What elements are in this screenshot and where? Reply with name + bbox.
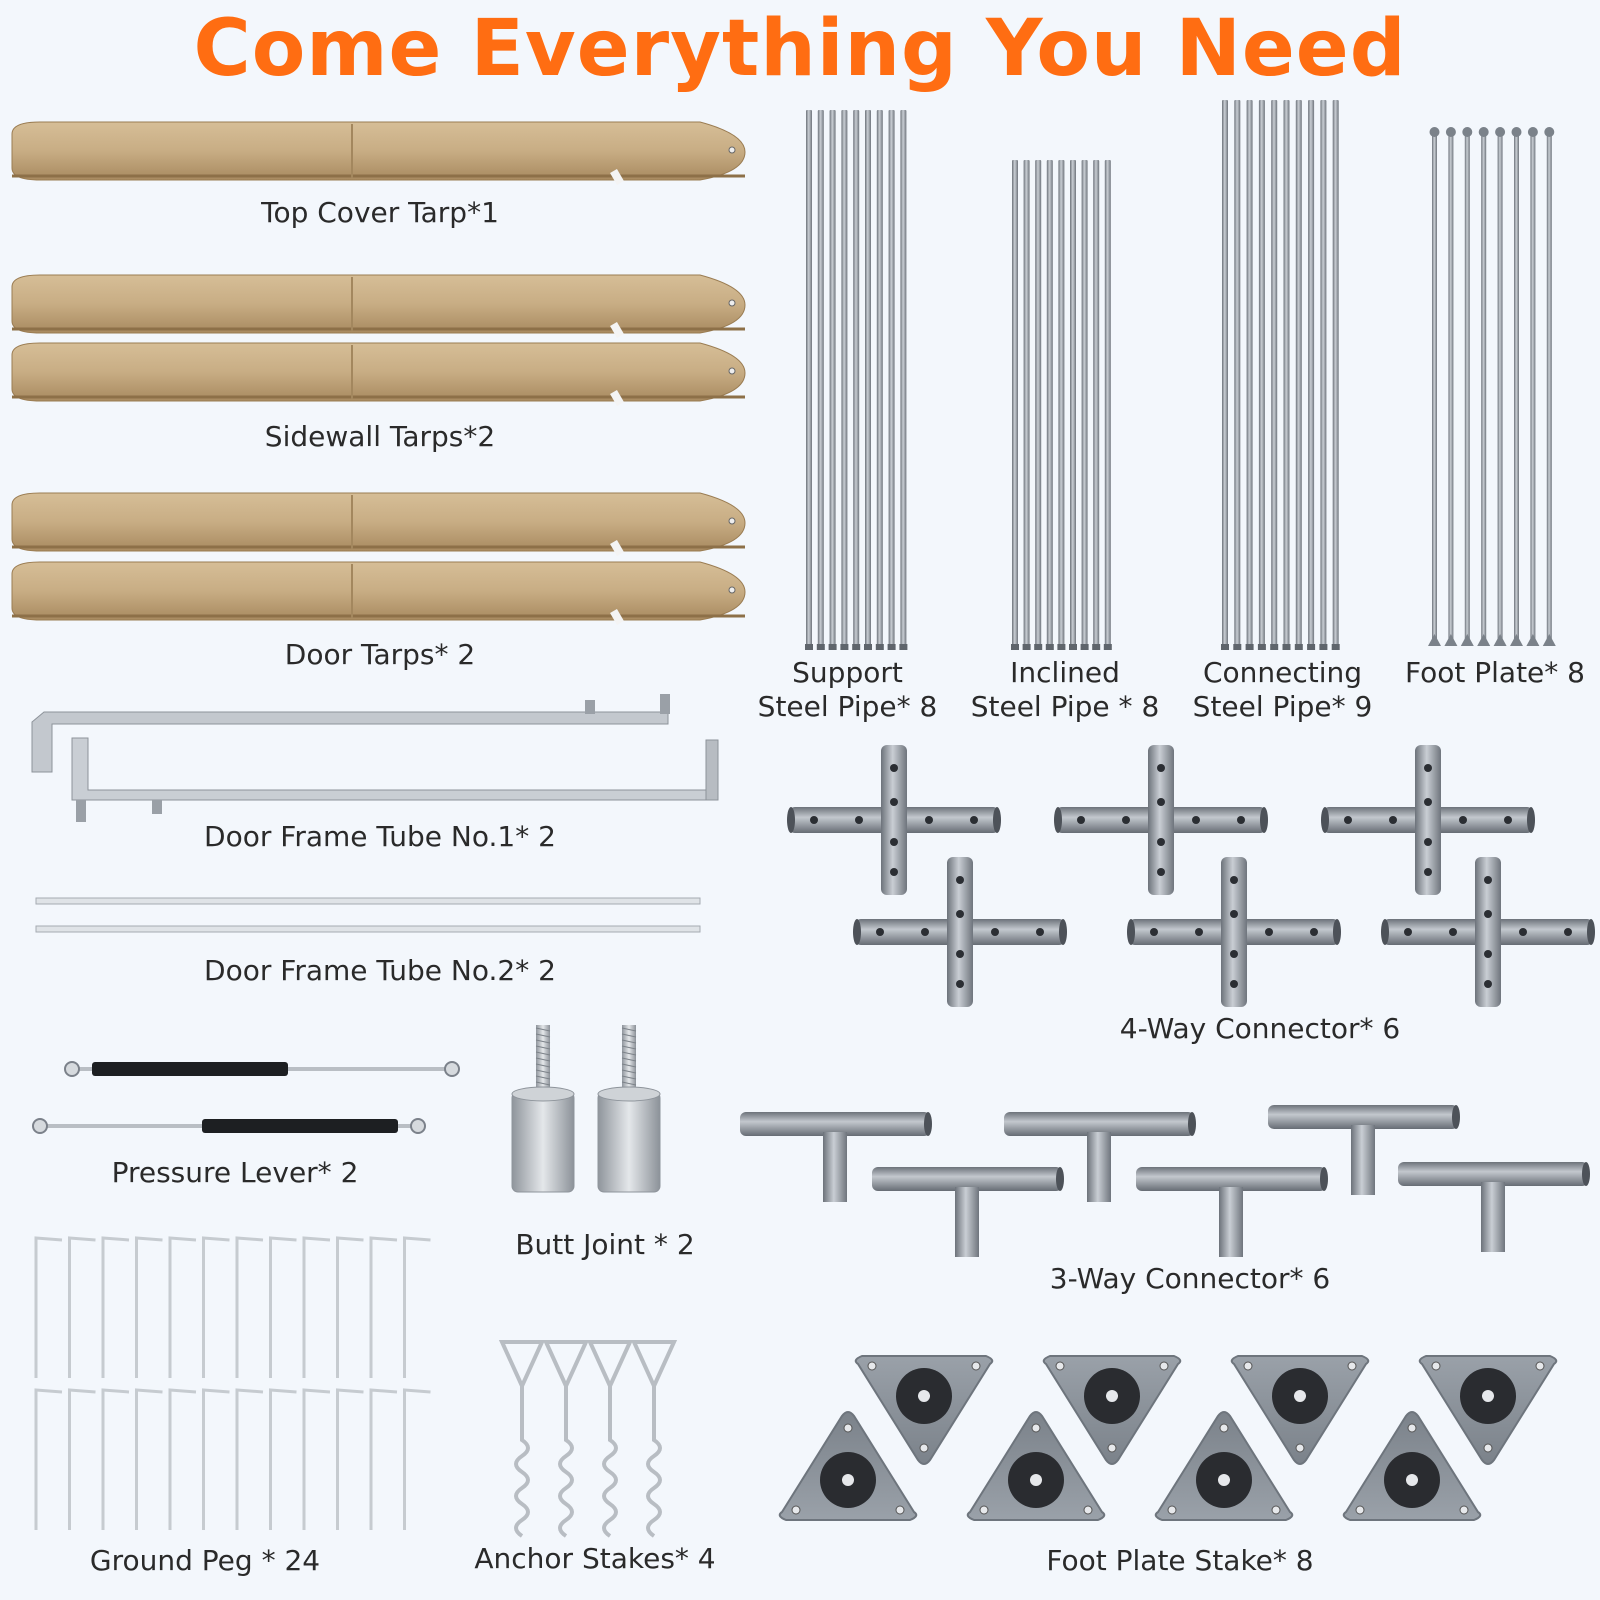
butt-joint-1 xyxy=(511,1025,575,1193)
four-way-connector-1 xyxy=(787,745,1001,895)
foot-plate-stake-6 xyxy=(966,1411,1106,1521)
door-tarp-2 xyxy=(11,561,746,626)
foot-plate-stake-7 xyxy=(1154,1411,1294,1521)
four-way-connector-3 xyxy=(1321,745,1535,895)
foot-plate-stake-5 xyxy=(778,1411,918,1521)
connecting-steel-pipes xyxy=(1221,100,1340,650)
four-way-connector-2 xyxy=(1054,745,1268,895)
top-cover-tarp xyxy=(11,121,746,186)
foot-plate-stake-1 xyxy=(854,1355,994,1465)
label-foot-plate: Foot Plate* 8 xyxy=(1405,656,1585,689)
support-steel-pipes xyxy=(805,110,908,650)
label-pressure-lever: Pressure Lever* 2 xyxy=(111,1156,359,1189)
label-sidewall-tarps: Sidewall Tarps*2 xyxy=(264,420,496,453)
three-way-connector-5 xyxy=(1136,1167,1328,1257)
label-foot-plate-stake: Foot Plate Stake* 8 xyxy=(1046,1544,1314,1577)
three-way-connector-3 xyxy=(1268,1105,1460,1195)
pressure-lever-1 xyxy=(64,1061,460,1077)
four-way-connector-4 xyxy=(853,857,1067,1007)
label-four-way-connector: 4-Way Connector* 6 xyxy=(1119,1012,1401,1045)
four-way-connector-5 xyxy=(1127,857,1341,1007)
label-connecting-steel-pipe: Connecting Steel Pipe* 9 xyxy=(1192,656,1373,723)
label-door-frame-tube-2: Door Frame Tube No.2* 2 xyxy=(204,954,556,987)
foot-plate-stake-8 xyxy=(1342,1411,1482,1521)
sidewall-tarp-1 xyxy=(11,274,746,339)
three-way-connector-2 xyxy=(1004,1112,1196,1202)
butt-joint-2 xyxy=(597,1025,661,1193)
three-way-connector-4 xyxy=(872,1167,1064,1257)
door-frame-tube-2 xyxy=(35,897,701,933)
label-door-frame-tube-1: Door Frame Tube No.1* 2 xyxy=(204,820,556,853)
label-inclined-steel-pipe: Inclined Steel Pipe * 8 xyxy=(970,656,1160,723)
label-three-way-connector: 3-Way Connector* 6 xyxy=(1049,1262,1331,1295)
door-frame-tube-1 xyxy=(31,694,719,822)
pressure-lever-2 xyxy=(32,1118,426,1134)
label-butt-joint: Butt Joint * 2 xyxy=(515,1228,695,1261)
label-support-steel-pipe: Support Steel Pipe* 8 xyxy=(757,656,938,723)
foot-plate-stake-3 xyxy=(1230,1355,1370,1465)
label-anchor-stakes: Anchor Stakes* 4 xyxy=(474,1542,716,1575)
foot-plate-stake-2 xyxy=(1042,1355,1182,1465)
anchor-stakes xyxy=(498,1340,678,1538)
door-tarp-1 xyxy=(11,492,746,557)
page-title: Come Everything You Need xyxy=(193,4,1407,94)
label-ground-peg: Ground Peg * 24 xyxy=(89,1544,321,1577)
sidewall-tarp-2 xyxy=(11,342,746,407)
four-way-connector-6 xyxy=(1381,857,1595,1007)
foot-plate-stake-4 xyxy=(1418,1355,1558,1465)
three-way-connector-1 xyxy=(740,1112,932,1202)
foot-plates xyxy=(1428,127,1556,646)
label-top-cover-tarp: Top Cover Tarp*1 xyxy=(261,196,499,229)
inclined-steel-pipes xyxy=(1011,160,1112,650)
three-way-connector-6 xyxy=(1398,1162,1590,1252)
label-door-tarps: Door Tarps* 2 xyxy=(284,638,476,671)
ground-pegs xyxy=(34,1236,431,1530)
